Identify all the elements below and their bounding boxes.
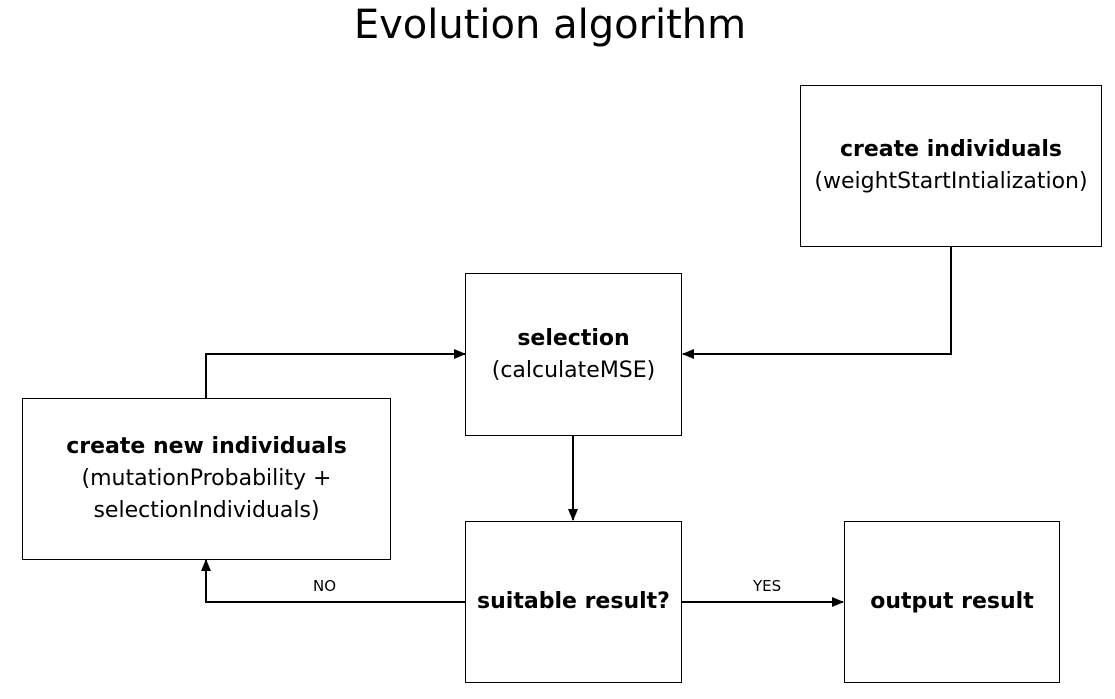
edge-label-no: NO (313, 577, 337, 595)
node-create-individuals-detail: (weightStartIntialization) (814, 169, 1088, 194)
diagram-title: Evolution algorithm (353, 2, 747, 48)
node-create-new-individuals-title: create new individuals (66, 434, 347, 459)
node-output-result-title: output result (870, 589, 1034, 614)
edge-label-yes: YES (753, 577, 782, 595)
node-selection-detail: (calculateMSE) (491, 357, 656, 383)
node-selection: selection (calculateMSE) (465, 273, 682, 436)
node-create-individuals: create individuals (weightStartIntializa… (800, 85, 1102, 247)
node-create-new-individuals-detail-1: (mutationProbability + (81, 466, 332, 491)
node-create-new-individuals-detail-2: selectionIndividuals) (93, 498, 320, 523)
node-create-new-individuals: create new individuals (mutationProbabil… (22, 398, 391, 560)
arrow-create-to-selection (682, 247, 952, 359)
node-selection-title: selection (517, 325, 630, 351)
node-output-result: output result (844, 521, 1060, 683)
arrow-create-new-to-selection (205, 349, 466, 398)
arrow-no-to-create-new (201, 559, 465, 603)
node-suitable-result-title: suitable result? (477, 589, 670, 614)
node-create-individuals-title: create individuals (839, 137, 1063, 162)
node-suitable-result: suitable result? (465, 521, 682, 683)
